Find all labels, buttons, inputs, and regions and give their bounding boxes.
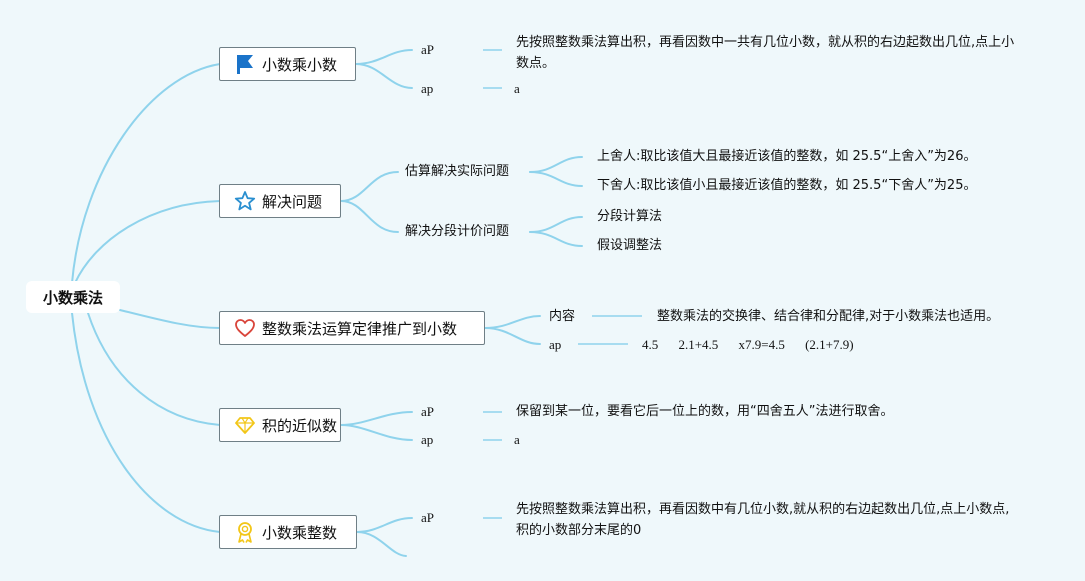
- heart-icon: [234, 317, 256, 339]
- root-topic[interactable]: 小数乘法: [26, 281, 120, 313]
- leaf-round-up[interactable]: 上舍人:取比该值大且最接近该值的整数，如 25.5“上舍入”为26。: [597, 149, 977, 164]
- child-label[interactable]: aP: [421, 42, 434, 57]
- child-note: 整数乘法的交换律、结合律和分配律,对于小数乘法也适用。: [657, 309, 1000, 324]
- child-note: 保留到某一位，要看它后一位上的数，用“四舍五人”法进行取舍。: [516, 404, 894, 419]
- branch-problem-solving[interactable]: 解决问题: [219, 184, 341, 218]
- leaf-segment-calc[interactable]: 分段计算法: [597, 209, 663, 224]
- subtopic-estimation[interactable]: 估算解决实际问题: [405, 164, 510, 179]
- branch-label: 解决问题: [262, 192, 323, 211]
- branch-approximate-product[interactable]: 积的近似数: [219, 408, 341, 442]
- child-label[interactable]: 内容: [549, 309, 576, 324]
- child-note: 先按照整数乘法算出积，再看因数中一共有几位小数，就从积的右边起数出几位,点上小数…: [516, 35, 1015, 71]
- branch-laws-extended[interactable]: 整数乘法运算定律推广到小数: [219, 311, 485, 345]
- diamond-icon: [234, 414, 256, 436]
- branch-label: 积的近似数: [262, 416, 338, 435]
- child-label[interactable]: ap: [421, 432, 434, 447]
- child-note: 先按照整数乘法算出积，再看因数中有几位小数,就从积的右边起数出几位,点上小数点,…: [516, 502, 1010, 538]
- branch-label: 小数乘整数: [262, 523, 338, 542]
- child-note: a: [514, 81, 520, 96]
- medal-icon: [234, 521, 256, 543]
- star-icon: [234, 190, 256, 212]
- branch-decimal-times-decimal[interactable]: 小数乘小数: [219, 47, 356, 81]
- leaf-assume-adjust[interactable]: 假设调整法: [597, 238, 663, 253]
- child-note: a: [514, 432, 520, 447]
- child-label[interactable]: aP: [421, 510, 434, 525]
- branch-decimal-times-integer[interactable]: 小数乘整数: [219, 515, 357, 549]
- branch-label: 小数乘小数: [262, 55, 338, 74]
- child-label[interactable]: ap: [549, 337, 562, 352]
- child-label[interactable]: ap: [421, 81, 434, 96]
- branch-label: 整数乘法运算定律推广到小数: [262, 319, 458, 338]
- child-label[interactable]: aP: [421, 404, 434, 419]
- child-note: 4.5  2.1+4.5  x7.9=4.5  (2.1+7.9): [642, 337, 854, 352]
- subtopic-tiered-pricing[interactable]: 解决分段计价问题: [405, 224, 510, 239]
- flag-icon: [234, 53, 256, 75]
- leaf-round-down[interactable]: 下舍人:取比该值小且最接近该值的整数，如 25.5“下舍人”为25。: [597, 178, 977, 193]
